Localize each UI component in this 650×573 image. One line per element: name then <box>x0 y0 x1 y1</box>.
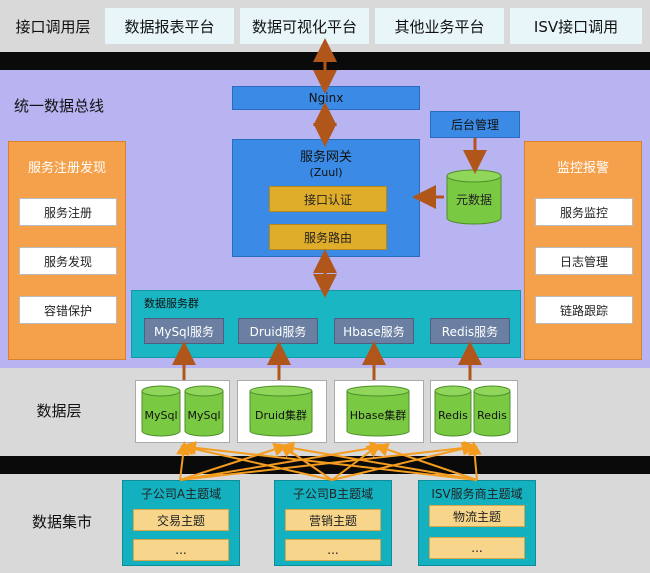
service-discovery-item: 服务发现 <box>19 247 117 275</box>
service-register-item: 服务注册 <box>19 198 117 226</box>
log-management-item: 日志管理 <box>535 247 633 275</box>
divider-bar-lower <box>0 456 650 474</box>
domain-b-item-1: 营销主题 <box>285 509 381 531</box>
data-service-cluster: 数据服务群 MySql服务 Druid服务 Hbase服务 Redis服务 <box>131 290 521 358</box>
cluster-title: 数据服务群 <box>144 297 199 310</box>
other-business-platform-box: 其他业务平台 <box>375 8 504 44</box>
mysql-cylinder-2-label: MySql <box>187 408 221 422</box>
report-platform-box: 数据报表平台 <box>105 8 234 44</box>
visualization-platform-box: 数据可视化平台 <box>240 8 369 44</box>
monitoring-title: 监控报警 <box>556 160 609 176</box>
domain-b-item-2: ... <box>285 539 381 561</box>
domain-isv-item-1: 物流主题 <box>429 505 525 527</box>
auth-box: 接口认证 <box>269 186 387 212</box>
interface-layer-label: 接口调用层 <box>15 17 91 36</box>
domain-a-title: 子公司A主题域 <box>140 486 222 501</box>
druid-cluster-label: Druid集群 <box>254 409 307 422</box>
bus-layer-label: 统一数据总线 <box>14 97 105 115</box>
service-registry-panel: 服务注册发现 服务注册 服务发现 容错保护 <box>8 141 126 360</box>
druid-service: Druid服务 <box>238 318 318 344</box>
redis-cylinder-2-label: Redis <box>477 408 507 422</box>
monitoring-alert-panel: 监控报警 服务监控 日志管理 链路跟踪 <box>524 141 642 360</box>
gateway-subtitle: (Zuul) <box>309 165 343 179</box>
hbase-cluster-label: Hbase集群 <box>349 409 407 422</box>
domain-isv: ISV服务商主题域 物流主题 ... <box>418 480 536 566</box>
data-layer-label: 数据层 <box>36 401 82 420</box>
service-monitor-item: 服务监控 <box>535 198 633 226</box>
gateway-title: 服务网关 <box>299 149 352 165</box>
service-gateway: 服务网关 (Zuul) 接口认证 服务路由 <box>232 139 420 257</box>
domain-b: 子公司B主题域 营销主题 ... <box>274 480 392 566</box>
mysql-cylinder-1-label: MySql <box>144 408 178 422</box>
mysql-service: MySql服务 <box>144 318 224 344</box>
metadata-label: 元数据 <box>455 192 492 207</box>
fault-tolerance-item: 容错保护 <box>19 296 117 324</box>
trace-tracking-item: 链路跟踪 <box>535 296 633 324</box>
domain-b-title: 子公司B主题域 <box>292 486 374 501</box>
domain-a: 子公司A主题域 交易主题 ... <box>122 480 240 566</box>
divider-bar <box>0 52 650 70</box>
domain-isv-title: ISV服务商主题域 <box>431 486 523 501</box>
isv-interface-box: ISV接口调用 <box>510 8 642 44</box>
redis-cylinder-1-label: Redis <box>438 408 468 422</box>
registry-title: 服务注册发现 <box>27 160 106 176</box>
backend-admin-box: 后台管理 <box>430 111 520 138</box>
hbase-service: Hbase服务 <box>334 318 414 344</box>
domain-a-item-2: ... <box>133 539 229 561</box>
redis-service: Redis服务 <box>430 318 510 344</box>
routing-box: 服务路由 <box>269 224 387 250</box>
domain-a-item-1: 交易主题 <box>133 509 229 531</box>
storage-cylinders <box>141 385 511 437</box>
domain-isv-item-2: ... <box>429 537 525 559</box>
nginx-box: Nginx <box>232 86 420 110</box>
data-mart-layer-label: 数据集市 <box>31 512 92 531</box>
